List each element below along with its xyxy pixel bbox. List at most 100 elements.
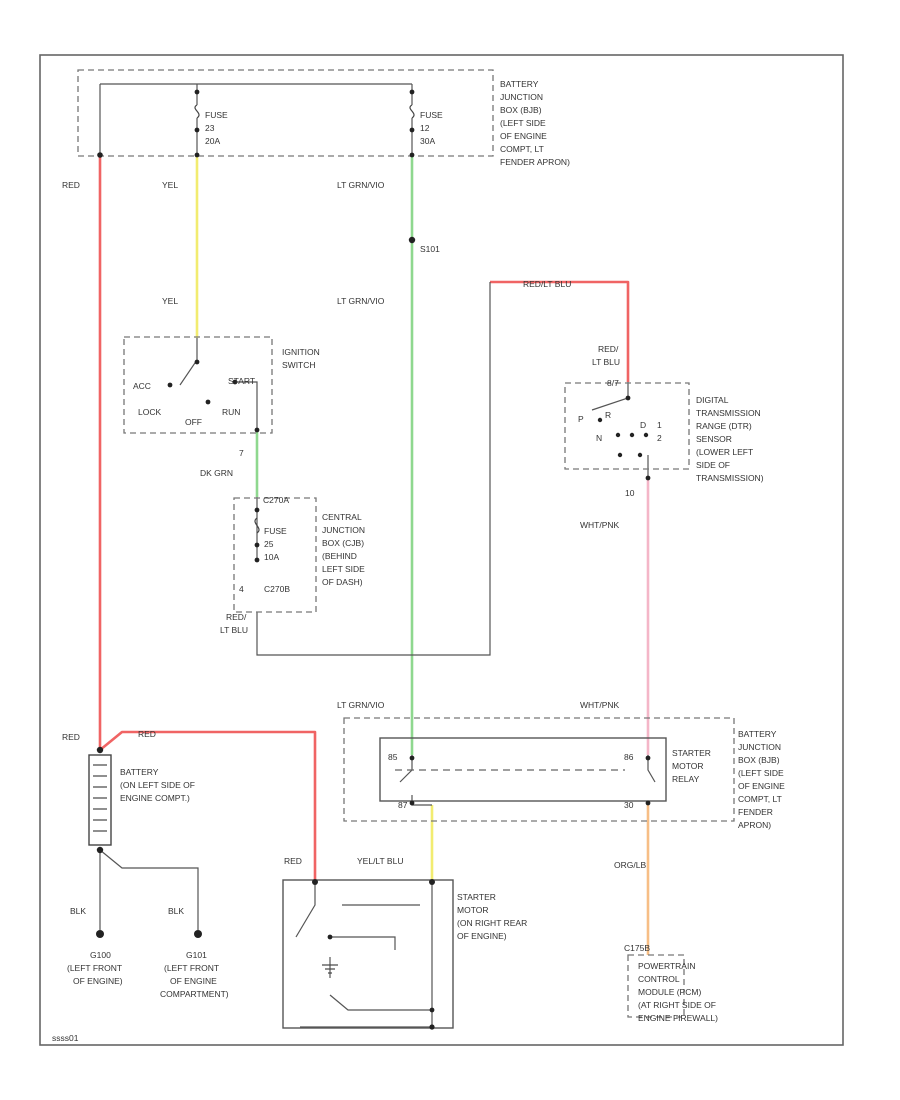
svg-text:COMPT, LT: COMPT, LT <box>500 144 544 154</box>
svg-text:85: 85 <box>388 752 398 762</box>
colored-wires <box>98 155 650 955</box>
svg-text:LOCK: LOCK <box>138 407 161 417</box>
svg-text:FUSE: FUSE <box>420 110 443 120</box>
cjb-box <box>233 497 317 613</box>
fuse-23-label: FUSE 23 20A <box>205 110 228 146</box>
wire-red-lt-blu <box>490 280 630 382</box>
svg-text:SWITCH: SWITCH <box>282 360 316 370</box>
svg-text:10A: 10A <box>264 552 279 562</box>
svg-text:(ON LEFT SIDE OF: (ON LEFT SIDE OF <box>120 780 195 790</box>
starter-relay-label: STARTER MOTOR RELAY <box>672 748 711 784</box>
svg-text:(ON RIGHT REAR: (ON RIGHT REAR <box>457 918 527 928</box>
svg-text:P: P <box>578 414 584 424</box>
svg-text:23: 23 <box>205 123 215 133</box>
svg-text:SIDE OF: SIDE OF <box>696 460 730 470</box>
svg-text:(LOWER LEFT: (LOWER LEFT <box>696 447 753 457</box>
ground-g100-label: G100 (LEFT FRONT OF ENGINE) <box>67 950 123 986</box>
pcm-connector: C175B <box>624 943 650 953</box>
svg-text:BATTERY: BATTERY <box>738 729 777 739</box>
svg-text:OF DASH): OF DASH) <box>322 577 363 587</box>
svg-text:12: 12 <box>420 123 430 133</box>
svg-text:OF ENGINE: OF ENGINE <box>500 131 547 141</box>
svg-text:POWERTRAIN: POWERTRAIN <box>638 961 695 971</box>
bjb-bottom-box <box>343 717 735 822</box>
wire-label-red-top: RED <box>62 180 80 190</box>
black-wires <box>99 83 656 1028</box>
dtr-box <box>564 382 690 470</box>
cjb-connector-bottom: C270B <box>264 584 290 594</box>
wire-label-red-starter-top: RED <box>138 729 156 739</box>
starter-motor-box <box>282 879 454 1029</box>
svg-text:RANGE (DTR): RANGE (DTR) <box>696 421 752 431</box>
svg-text:DIGITAL: DIGITAL <box>696 395 729 405</box>
cjb-connector-top: C270A <box>263 495 289 505</box>
svg-text:IGNITION: IGNITION <box>282 347 320 357</box>
fuse-12-symbol <box>409 104 415 119</box>
svg-text:OFF: OFF <box>185 417 202 427</box>
svg-text:START: START <box>228 376 255 386</box>
svg-text:TRANSMISSION): TRANSMISSION) <box>696 473 764 483</box>
ground-g100-symbol <box>96 930 104 938</box>
ignition-switch-label: IGNITION SWITCH <box>282 347 320 370</box>
svg-text:TRANSMISSION: TRANSMISSION <box>696 408 761 418</box>
svg-text:BATTERY: BATTERY <box>120 767 159 777</box>
ignition-positions: ACC START LOCK OFF RUN <box>133 376 255 427</box>
svg-text:ENGINE COMPT.): ENGINE COMPT.) <box>120 793 190 803</box>
battery-label: BATTERY (ON LEFT SIDE OF ENGINE COMPT.) <box>120 767 195 803</box>
cjb-pin-4: 4 <box>239 584 244 594</box>
svg-text:N: N <box>596 433 602 443</box>
wire-label-red-cjb-1: RED/ <box>226 612 247 622</box>
diagram-frame <box>39 54 844 1046</box>
wire-label-lt-grn-vio-bot: LT GRN/VIO <box>337 700 385 710</box>
svg-text:30: 30 <box>624 800 634 810</box>
wire-red-starter <box>99 730 317 880</box>
wire-label-lt-grn-vio-top: LT GRN/VIO <box>337 180 385 190</box>
svg-text:G101: G101 <box>186 950 207 960</box>
ground-g101-label: G101 (LEFT FRONT OF ENGINE COMPARTMENT) <box>160 950 229 999</box>
svg-text:25: 25 <box>264 539 274 549</box>
junction-dots <box>96 89 651 1030</box>
svg-text:LEFT SIDE: LEFT SIDE <box>322 564 365 574</box>
svg-text:(LEFT SIDE: (LEFT SIDE <box>500 118 546 128</box>
dtr-pin-bottom: 10 <box>625 488 635 498</box>
bjb-top-label: BATTERY JUNCTION BOX (BJB) (LEFT SIDE OF… <box>500 79 570 167</box>
wire-label-red-dtr-2: LT BLU <box>592 357 620 367</box>
wire-label-red-dtr-1: RED/ <box>598 344 619 354</box>
svg-text:20A: 20A <box>205 136 220 146</box>
svg-text:CONTROL: CONTROL <box>638 974 680 984</box>
svg-text:FUSE: FUSE <box>205 110 228 120</box>
svg-text:JUNCTION: JUNCTION <box>500 92 543 102</box>
svg-text:RELAY: RELAY <box>672 774 700 784</box>
dtr-pin-top: 8/7 <box>607 378 619 388</box>
svg-text:MODULE (PCM): MODULE (PCM) <box>638 987 701 997</box>
svg-text:JUNCTION: JUNCTION <box>322 525 365 535</box>
svg-text:STARTER: STARTER <box>457 892 496 902</box>
wire-label-blk-1: BLK <box>70 906 86 916</box>
svg-text:STARTER: STARTER <box>672 748 711 758</box>
svg-text:87: 87 <box>398 800 408 810</box>
battery-symbol <box>88 754 112 846</box>
ignition-pin-7: 7 <box>239 448 244 458</box>
svg-text:OF ENGINE): OF ENGINE) <box>457 931 507 941</box>
wire-label-yel-mid: YEL <box>162 296 178 306</box>
svg-text:(AT RIGHT SIDE OF: (AT RIGHT SIDE OF <box>638 1000 716 1010</box>
svg-text:OF ENGINE: OF ENGINE <box>170 976 217 986</box>
wire-label-red-starter: RED <box>284 856 302 866</box>
fuse-25-label: FUSE 25 10A <box>264 526 287 562</box>
wire-label-dk-grn: DK GRN <box>200 468 233 478</box>
svg-text:COMPARTMENT): COMPARTMENT) <box>160 989 229 999</box>
ground-g101-symbol <box>194 930 202 938</box>
svg-text:D: D <box>640 420 646 430</box>
wire-blk-g101 <box>99 849 199 930</box>
svg-text:BOX (BJB): BOX (BJB) <box>500 105 542 115</box>
fuse-23-symbol <box>194 104 200 119</box>
svg-text:COMPT, LT: COMPT, LT <box>738 794 782 804</box>
fuse-12-label: FUSE 12 30A <box>420 110 443 146</box>
svg-text:JUNCTION: JUNCTION <box>738 742 781 752</box>
svg-text:FENDER: FENDER <box>738 807 773 817</box>
diagram-id: ssss01 <box>52 1033 79 1043</box>
ignition-switch-box <box>123 336 273 434</box>
wire-label-blk-2: BLK <box>168 906 184 916</box>
splice-s101: S101 <box>420 244 440 254</box>
